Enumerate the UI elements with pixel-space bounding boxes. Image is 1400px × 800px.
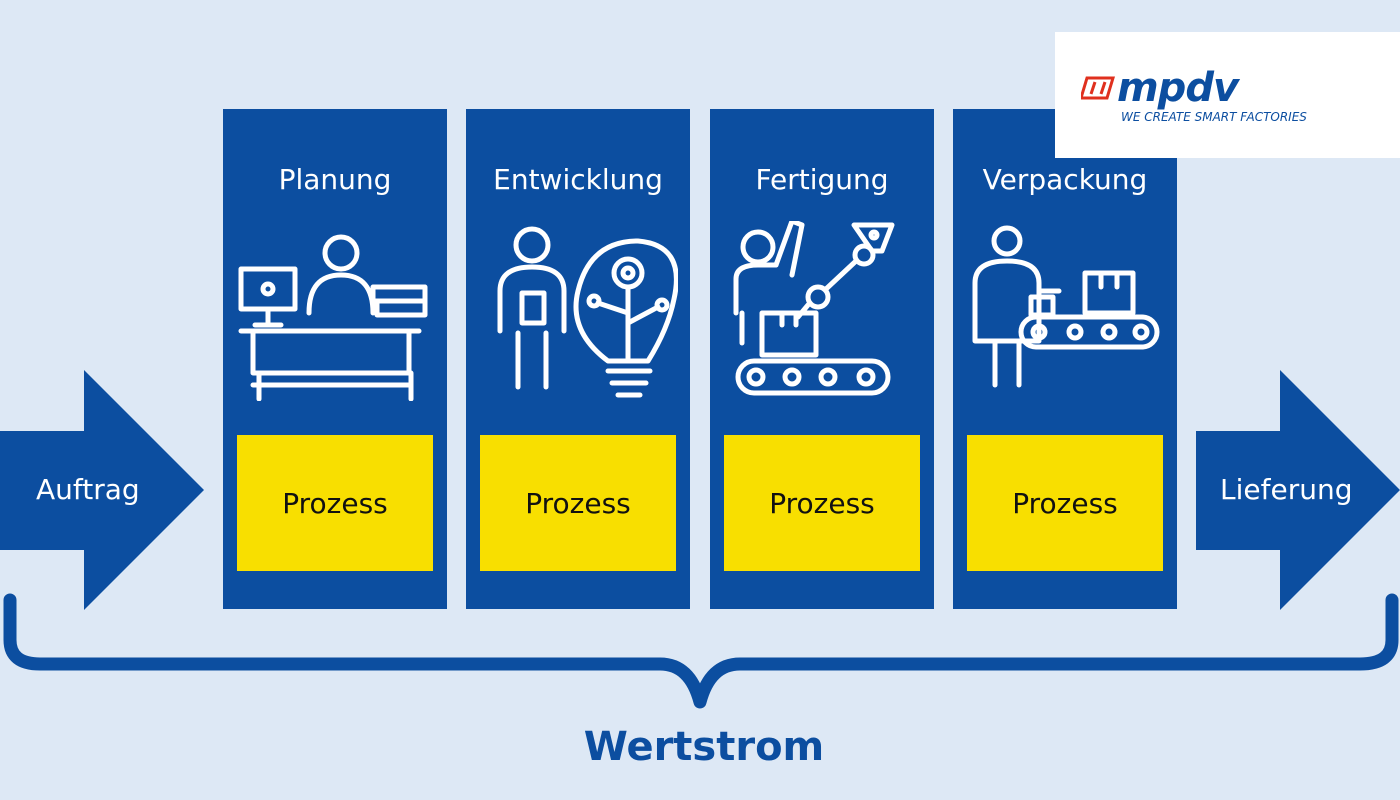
arrow-right-shape (1196, 370, 1400, 610)
stage-card-fertigung: Fertigung Prozess (710, 109, 934, 609)
stage-card-planung: Planung Prozess (223, 109, 447, 609)
robot-arm-worker-icon (733, 221, 895, 396)
stage-title: Planung (278, 163, 392, 196)
logo-wordmark: mpdv (1117, 65, 1239, 111)
conveyor-packaging-icon (972, 225, 1160, 388)
output-arrow-lieferung: Lieferung (1196, 370, 1400, 610)
stage-title: Verpackung (982, 163, 1148, 196)
arrow-right-shape (0, 370, 204, 610)
stage-title: Entwicklung (493, 163, 663, 196)
value-stream-label: Wertstrom (583, 724, 825, 770)
process-box: Prozess (724, 435, 920, 571)
stage-title: Fertigung (755, 163, 889, 196)
arrow-label-auftrag: Auftrag (36, 473, 140, 506)
input-arrow-auftrag: Auftrag (0, 370, 205, 610)
scientist-lightbulb-icon (497, 226, 678, 398)
process-box: Prozess (967, 435, 1163, 571)
arrow-label-lieferung: Lieferung (1220, 473, 1353, 506)
stage-card-entwicklung: Entwicklung Prozess (466, 109, 690, 609)
office-desk-worker-icon (238, 234, 428, 401)
mpdv-logo-mark-icon (1081, 76, 1115, 100)
mpdv-logo: mpdv WE CREATE SMART FACTORIES (1055, 32, 1400, 158)
value-stream-brace (3, 593, 1399, 709)
stage-card-verpackung: Verpackung Prozess (953, 109, 1177, 609)
process-box: Prozess (237, 435, 433, 571)
process-box: Prozess (480, 435, 676, 571)
logo-tagline: WE CREATE SMART FACTORIES (1121, 110, 1307, 124)
